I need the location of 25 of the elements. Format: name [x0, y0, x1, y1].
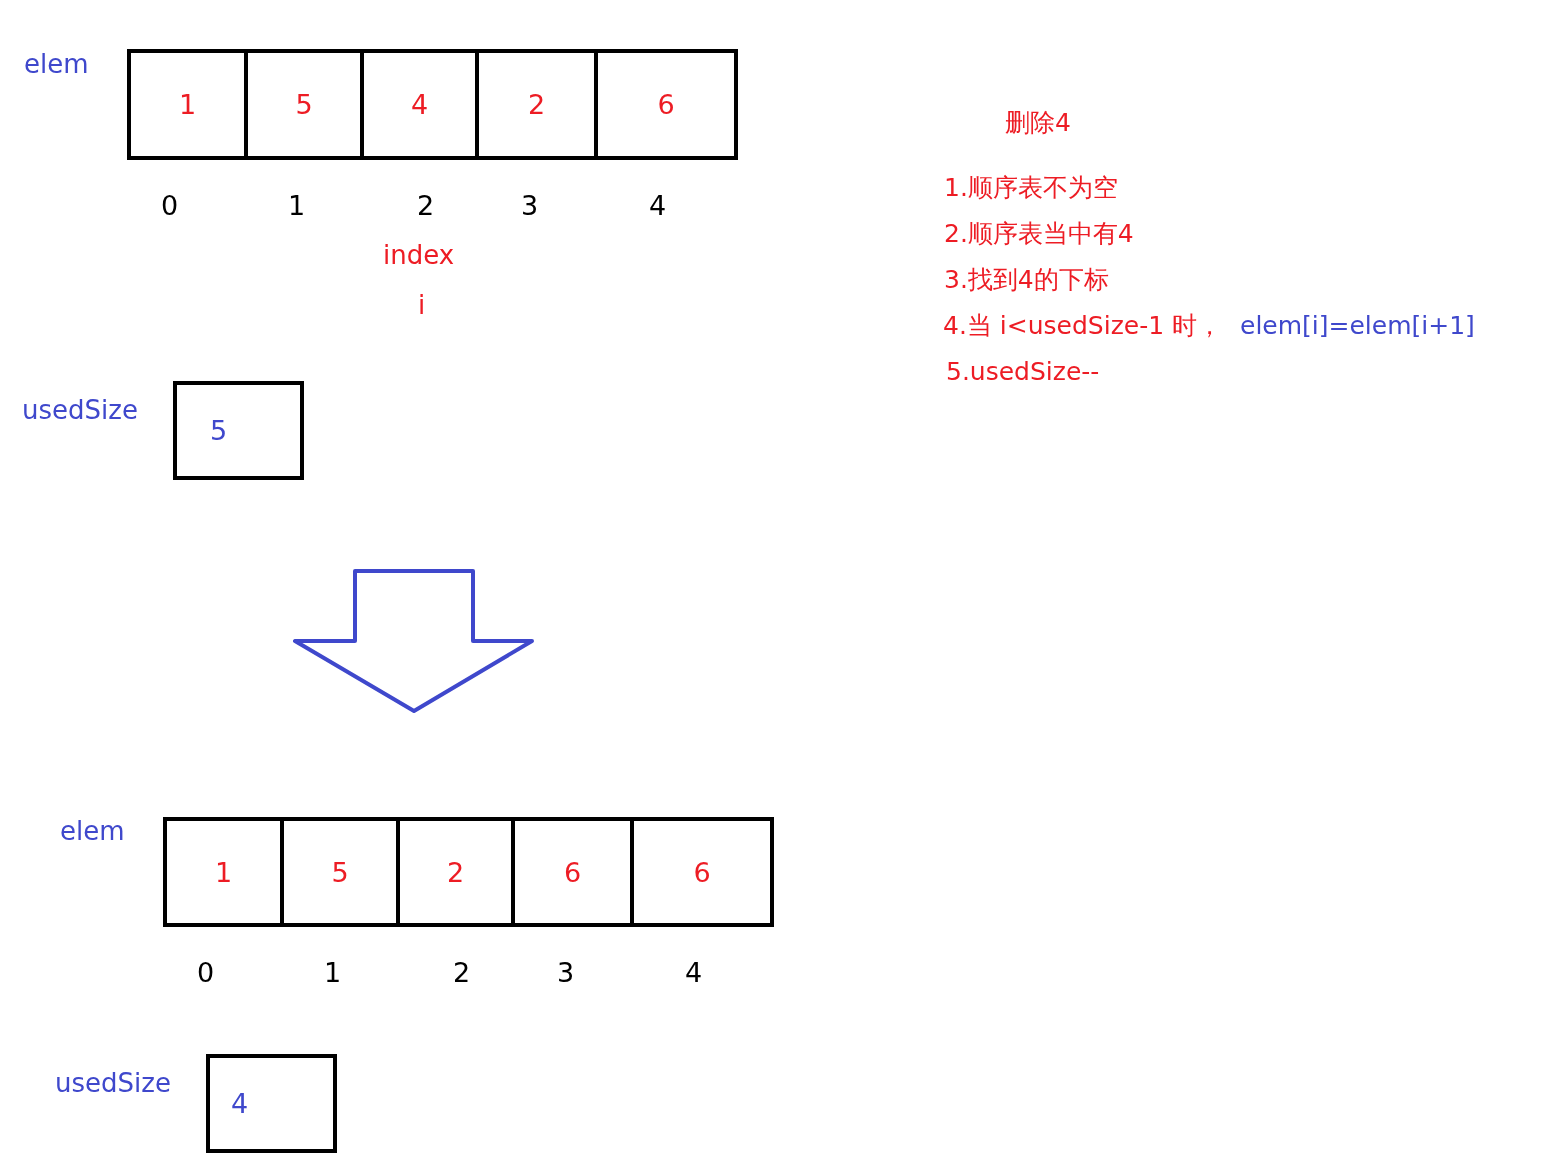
index-number: 3 [557, 958, 575, 988]
heading: 删除4 [1005, 109, 1071, 137]
index-number: 1 [324, 958, 342, 988]
step-text: 3.找到4的下标 [944, 266, 1109, 294]
index-number: 0 [161, 191, 179, 221]
index-number: 4 [649, 191, 667, 221]
value-box: 4 [206, 1054, 337, 1153]
value-box: 5 [173, 381, 304, 480]
variable-label: usedSize [22, 396, 138, 425]
variable-label: usedSize [55, 1069, 171, 1098]
index-number: 3 [521, 191, 539, 221]
index-number: 2 [417, 191, 435, 221]
code-text: elem[i]=elem[i+1] [1240, 312, 1475, 340]
step-text: 1.顺序表不为空 [944, 174, 1118, 202]
index-number: 0 [197, 958, 215, 988]
step-text: 2.顺序表当中有4 [944, 220, 1134, 248]
array-label: elem [24, 50, 89, 79]
index-number: 4 [685, 958, 703, 988]
step-text: 4.当 i<usedSize-1 时， [943, 312, 1222, 340]
array-label: elem [60, 817, 125, 846]
pointer-label: i [418, 291, 426, 320]
pointer-label: index [383, 241, 455, 270]
index-number: 1 [288, 191, 306, 221]
index-number: 2 [453, 958, 471, 988]
step-text: 5.usedSize-- [946, 358, 1100, 386]
